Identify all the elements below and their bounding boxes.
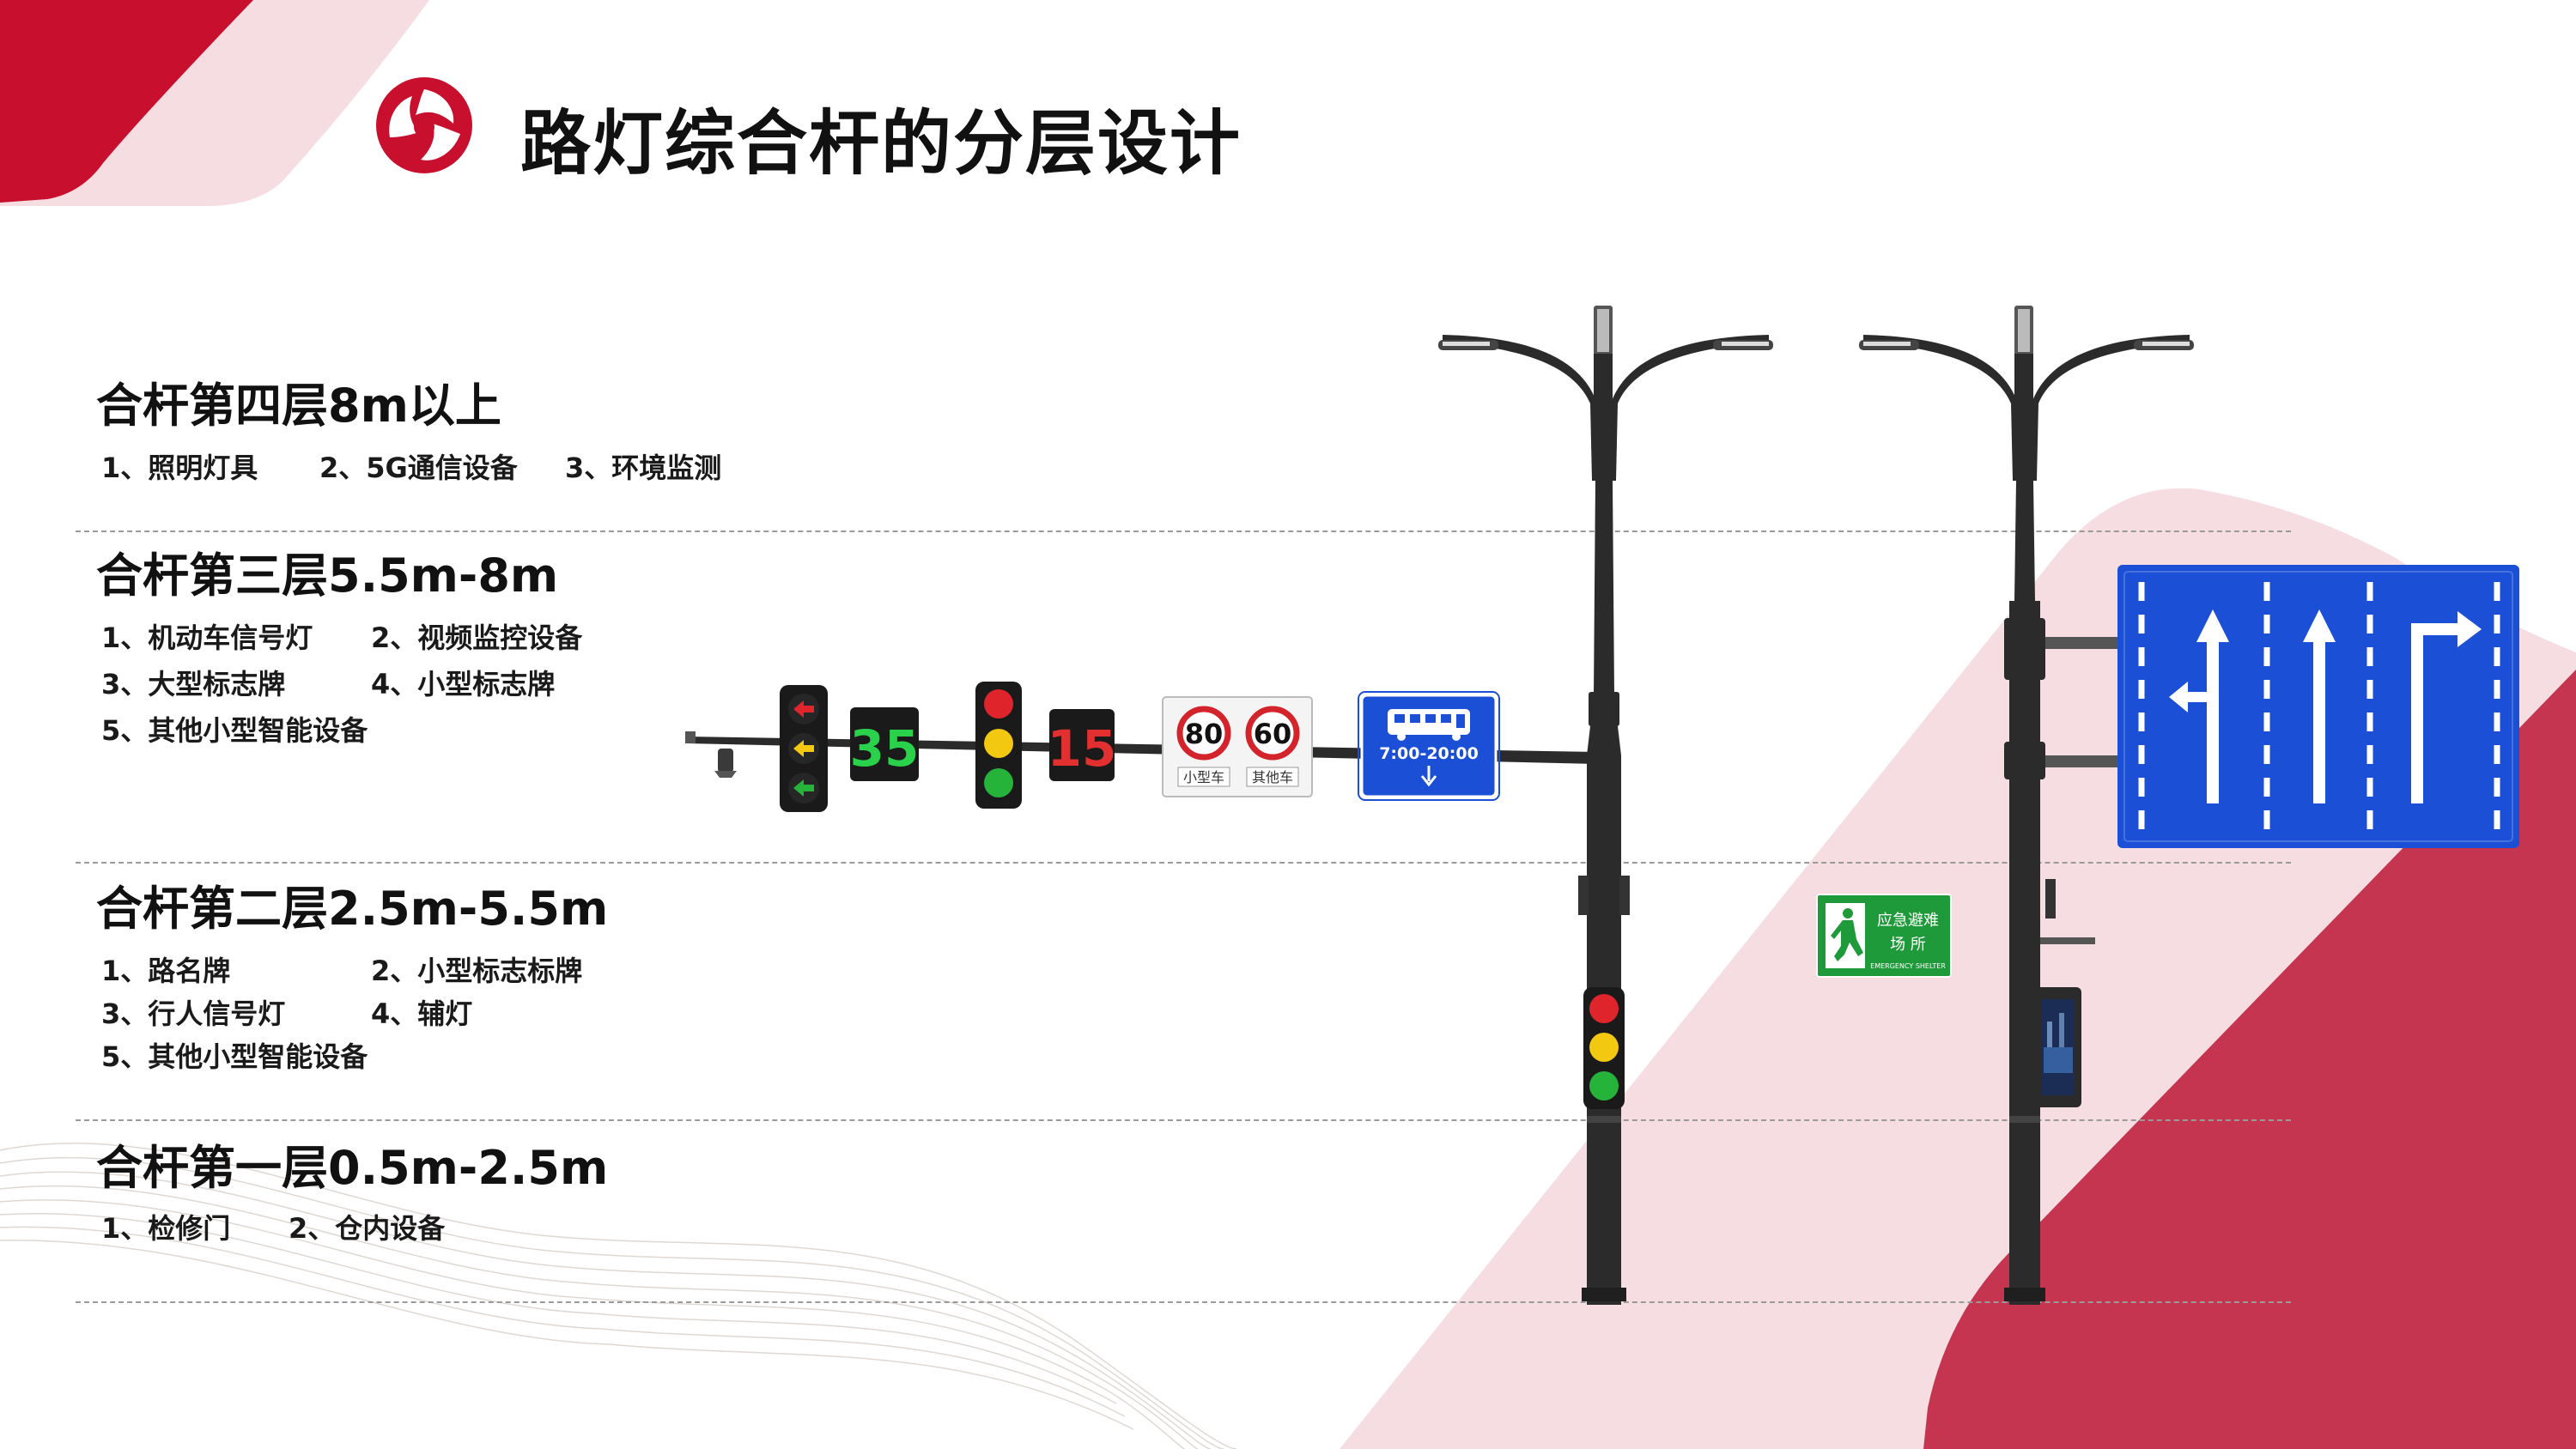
layer-1-item-1: 1、检修门 [101, 1212, 231, 1245]
speed-limit-2-value: 60 [1254, 718, 1292, 750]
left-pole [685, 306, 1773, 1305]
red-countdown-display: 15 [1048, 709, 1117, 781]
layer-1-item-2: 2、仓内设备 [289, 1212, 446, 1245]
lane-arrow-right-turn-icon [2411, 611, 2482, 803]
camera-icon [718, 749, 733, 773]
layer-4-item-3: 3、环境监测 [565, 452, 722, 484]
green-countdown-number: 35 [850, 719, 920, 778]
led-advertising-screen [2035, 987, 2081, 1107]
shelter-line-1: 应急避难 [1877, 912, 1939, 930]
layer-divider-5-5m [76, 862, 2291, 864]
layer-2-item-2: 2、小型标志标牌 [371, 955, 583, 987]
layer-3-title: 合杆第三层5.5m-8m [96, 549, 559, 603]
shelter-english: EMERGENCY SHELTER [1870, 962, 1946, 970]
right-pole [1859, 306, 2194, 1305]
red-countdown-number: 15 [1048, 719, 1117, 778]
layer-3-item-5: 5、其他小型智能设备 [101, 714, 368, 747]
emergency-shelter-sign: 应急避难 场 所 EMERGENCY SHELTER [1816, 894, 1952, 978]
lane-arrow-straight-icon [2303, 609, 2336, 803]
speed-limit-1-value: 80 [1185, 718, 1224, 750]
layer-2-item-4: 4、辅灯 [371, 997, 473, 1030]
running-person-icon [1831, 908, 1863, 961]
layer-4-item-2: 2、5G通信设备 [319, 452, 518, 484]
bus-icon [1388, 709, 1470, 741]
arrow-signal-light [780, 685, 828, 812]
layer-4-item-1: 1、照明灯具 [101, 452, 258, 484]
speed-limit-sign: 80 60 小型车 其他车 [1162, 696, 1313, 797]
shelter-line-2: 场 所 [1890, 936, 1926, 954]
layer-3-item-2: 2、视频监控设备 [371, 621, 583, 654]
speed-limit-2-label: 其他车 [1252, 769, 1293, 785]
vehicle-signal-light-upper [975, 682, 1022, 809]
layer-3-item-3: 3、大型标志牌 [101, 668, 286, 700]
layer-divider-ground [76, 1301, 2291, 1303]
layer-4-title: 合杆第四层8m以上 [96, 379, 501, 433]
top-left-red-shape [0, 0, 253, 203]
layer-3-item-4: 4、小型标志牌 [371, 668, 556, 700]
layer-2-item-1: 1、路名牌 [101, 955, 231, 987]
lane-guide-sign [2117, 565, 2519, 848]
down-arrow-icon [1420, 766, 1437, 787]
brand-logo-icon [376, 77, 472, 173]
bus-lane-sign: 7:00-20:00 [1358, 691, 1500, 801]
left-pole-shaft [1594, 481, 1614, 695]
bus-lane-time: 7:00-20:00 [1379, 744, 1479, 763]
right-pole-shaft [2014, 481, 2035, 601]
layer-1-title: 合杆第一层0.5m-2.5m [96, 1141, 609, 1195]
green-countdown-display: 35 [850, 707, 920, 781]
vehicle-signal-light-lower [1583, 987, 1625, 1109]
layer-2-title: 合杆第二层2.5m-5.5m [96, 882, 609, 936]
layer-divider-2-5m [76, 1119, 2291, 1121]
layer-2-item-3: 3、行人信号灯 [101, 997, 286, 1030]
bottom-left-wave-lines [0, 1143, 1237, 1449]
layer-2-item-5: 5、其他小型智能设备 [101, 1040, 368, 1073]
layer-3-item-1: 1、机动车信号灯 [101, 621, 313, 654]
speed-limit-1-label: 小型车 [1183, 769, 1224, 785]
page-title: 路灯综合杆的分层设计 [520, 103, 1242, 185]
layer-divider-8m [76, 530, 2291, 532]
lane-arrow-left-straight-icon [2169, 609, 2229, 803]
bottom-right-red-shape [1923, 670, 2576, 1449]
